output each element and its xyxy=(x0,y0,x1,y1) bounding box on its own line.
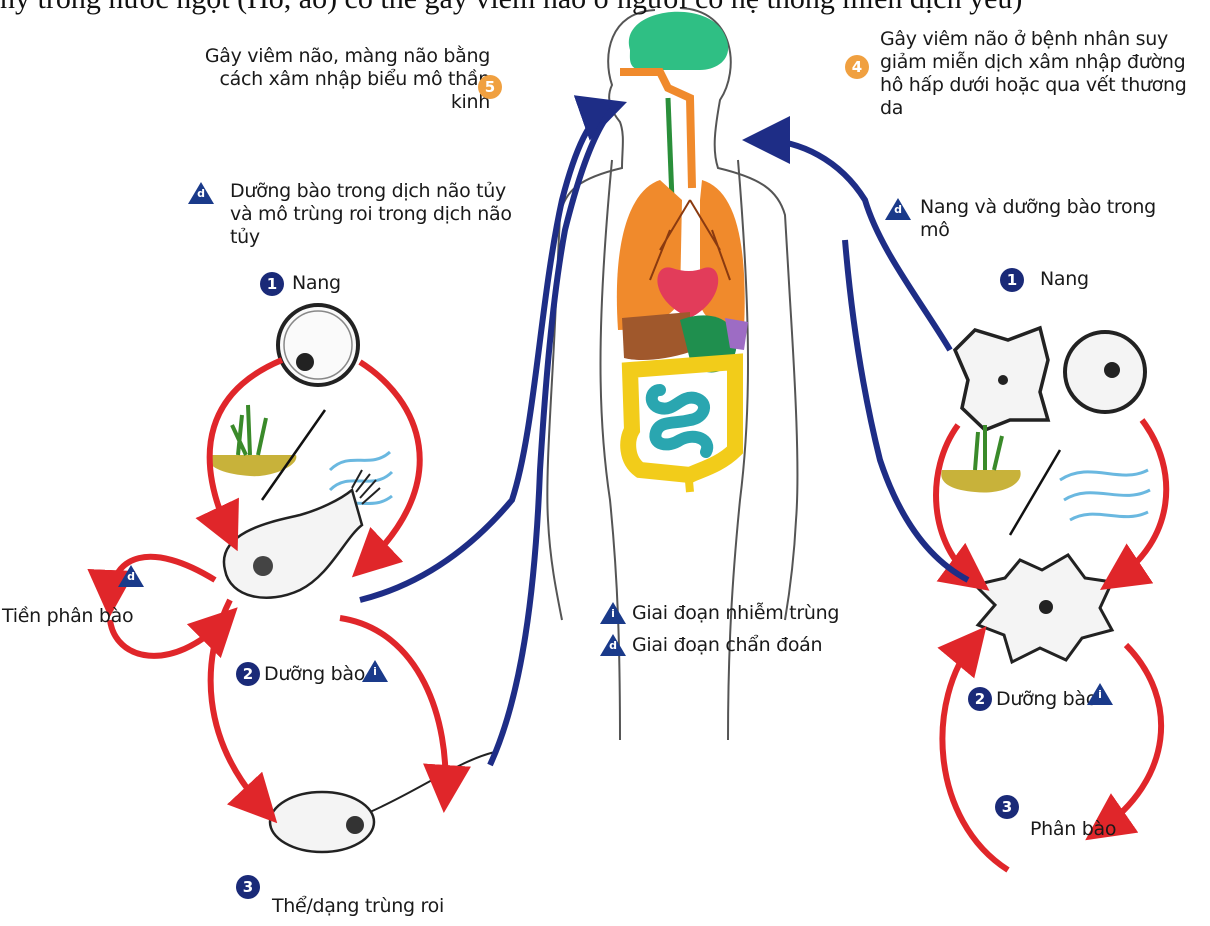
liver xyxy=(622,312,690,360)
right-division-label: Phân bào xyxy=(1030,818,1116,841)
header-text: ny trong nước ngọt (Hồ, ao) có thể gây v… xyxy=(0,0,1022,16)
legend-infection-triangle: i xyxy=(600,602,626,624)
human-body xyxy=(547,8,797,740)
infection-triangle-right: i xyxy=(1087,683,1113,705)
diagnosis-triangle-left: d xyxy=(188,182,214,204)
top-left-note: Gây viêm não, màng não bằng cách xâm nhậ… xyxy=(180,45,490,114)
left-soil xyxy=(208,455,297,476)
marker-2-left: 2 xyxy=(236,662,260,686)
left-cyst xyxy=(278,305,358,385)
infection-triangle-left: i xyxy=(362,660,388,682)
small-intestine xyxy=(652,390,708,452)
marker-5: 5 xyxy=(478,75,502,99)
marker-3-right: 3 xyxy=(995,795,1019,819)
marker-3-left: 3 xyxy=(236,875,260,899)
lungs xyxy=(617,180,682,330)
left-trophozoite xyxy=(224,490,362,598)
left-diagnosis-note: Dưỡng bào trong dịch não tủy và mô trùng… xyxy=(230,180,530,249)
marker-2-right: 2 xyxy=(968,687,992,711)
marker-1-left: 1 xyxy=(260,272,284,296)
diagnosis-triangle-preproc: d xyxy=(118,565,144,587)
right-cyst-label: Nang xyxy=(1040,268,1089,291)
marker-4: 4 xyxy=(845,55,869,79)
left-flag-label: Thể/dạng trùng roi xyxy=(272,895,444,918)
diagnosis-triangle-right: d xyxy=(885,198,911,220)
right-cycle xyxy=(936,328,1166,870)
legend-infection-label: Giai đoạn nhiễm trùng xyxy=(632,602,839,625)
top-right-note: Gây viêm não ở bệnh nhân suy giảm miễn d… xyxy=(880,28,1200,120)
left-preproc-label: Tiền phân bào xyxy=(2,605,133,628)
right-diagnosis-note: Nang và dưỡng bào trong mô xyxy=(920,196,1160,242)
legend-diagnosis-label: Giai đoạn chẩn đoán xyxy=(632,634,822,657)
left-cycle xyxy=(110,305,495,852)
left-cyst-label: Nang xyxy=(292,272,341,295)
left-troph-label: Dưỡng bào xyxy=(264,663,365,686)
right-soil xyxy=(941,470,1020,493)
marker-1-right: 1 xyxy=(1000,268,1024,292)
legend-diagnosis-triangle: d xyxy=(600,634,626,656)
right-troph-label: Dưỡng bào xyxy=(996,688,1097,711)
